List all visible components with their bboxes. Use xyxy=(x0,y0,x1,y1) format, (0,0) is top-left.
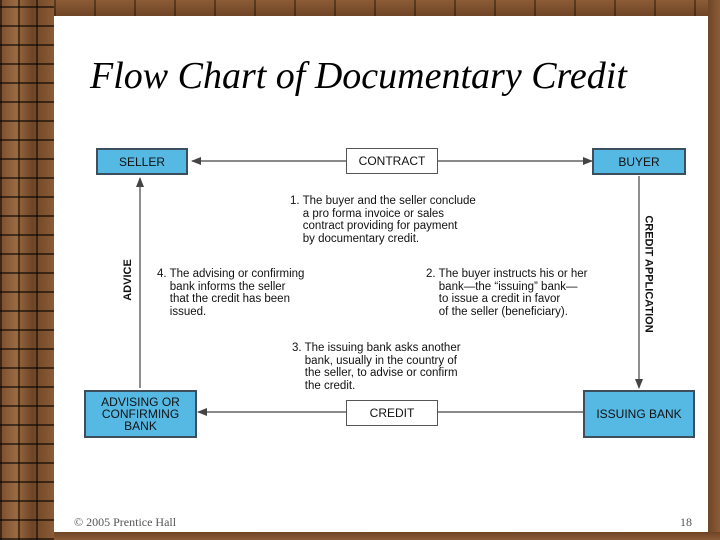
slide-canvas xyxy=(62,16,708,532)
slide-frame-bottom xyxy=(54,532,720,540)
issuing-bank-label: ISSUING BANK xyxy=(596,407,682,421)
seller-node: SELLER xyxy=(96,148,188,175)
page-number: 18 xyxy=(680,515,692,529)
advising-bank-node: ADVISING OR CONFIRMING BANK xyxy=(84,390,197,438)
contract-node: CONTRACT xyxy=(346,148,438,174)
step-2-text: 2. The buyer instructs his or her bank—t… xyxy=(426,268,588,318)
contract-label: CONTRACT xyxy=(358,154,426,168)
step-3-text: 3. The issuing bank asks another bank, u… xyxy=(292,342,461,392)
advising-bank-label: ADVISING OR CONFIRMING BANK xyxy=(101,395,180,433)
slide-frame-top xyxy=(54,0,720,16)
credit-application-label: CREDIT APPLICATION xyxy=(642,215,655,333)
slide-title: Flow Chart of Documentary Credit xyxy=(90,55,627,97)
buyer-node: BUYER xyxy=(592,148,686,175)
slide-frame-right xyxy=(708,0,720,540)
copyright-footer: © 2005 Prentice Hall xyxy=(74,515,177,529)
credit-node: CREDIT xyxy=(346,400,438,426)
issuing-bank-node: ISSUING BANK xyxy=(583,390,695,438)
slide-frame-left xyxy=(0,0,54,540)
buyer-label: BUYER xyxy=(618,154,660,169)
step-1-text: 1. The buyer and the seller conclude a p… xyxy=(290,195,476,245)
step-4-text: 4. The advising or confirming bank infor… xyxy=(157,268,305,318)
seller-label: SELLER xyxy=(118,154,166,169)
advice-label: ADVICE xyxy=(121,259,134,301)
credit-label: CREDIT xyxy=(369,406,415,420)
